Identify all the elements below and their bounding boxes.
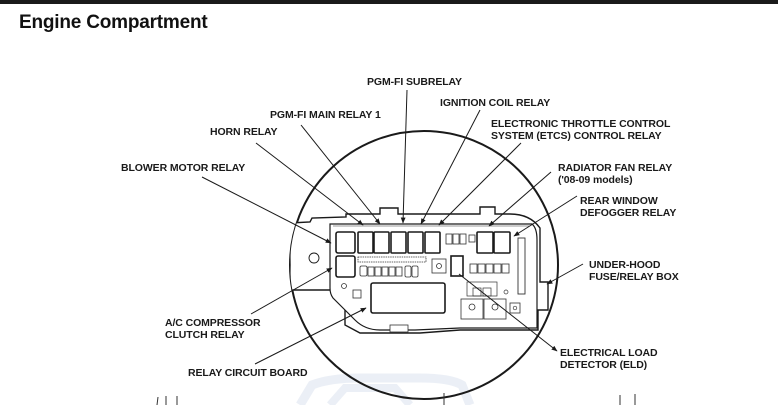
blower-motor-relay xyxy=(335,231,356,254)
leader-blower-motor-relay xyxy=(201,176,332,244)
leader-horn-relay xyxy=(255,142,364,226)
under-hood-fuse-box xyxy=(290,206,549,334)
leader-pgm-fi-main-relay xyxy=(300,124,381,225)
label-ignition-coil-relay: IGNITION COIL RELAY xyxy=(440,97,551,109)
label-pgm-fi-main-relay-1: PGM-FI MAIN RELAY 1 xyxy=(270,109,381,121)
label-etcs-line2: SYSTEM (ETCS) CONTROL RELAY xyxy=(491,130,662,142)
label-etcs-line1: ELECTRONIC THROTTLE CONTROL xyxy=(491,118,671,130)
label-ac-compressor-line2: CLUTCH RELAY xyxy=(165,329,245,341)
electrical-load-detector xyxy=(450,255,464,277)
leader-etcs-control-relay xyxy=(438,142,522,226)
pgm-fi-main-relay xyxy=(373,231,390,254)
label-rear-window-line2: DEFOGGER RELAY xyxy=(580,207,677,219)
label-relay-circuit-board: RELAY CIRCUIT BOARD xyxy=(188,367,308,379)
label-under-hood-line2: FUSE/RELAY BOX xyxy=(589,271,679,283)
label-rear-window-line1: REAR WINDOW xyxy=(580,195,658,207)
label-rear-window-defogger-relay: REAR WINDOW DEFOGGER RELAY xyxy=(580,195,676,219)
label-horn-relay: HORN RELAY xyxy=(210,126,278,138)
leader-under-hood-box xyxy=(546,263,584,285)
bottom-edge-marks xyxy=(156,393,636,405)
label-radiator-fan-line1: RADIATOR FAN RELAY xyxy=(558,162,673,174)
label-radiator-fan-line2: ('08-09 models) xyxy=(558,174,633,186)
rear-window-defogger-relay xyxy=(493,231,511,254)
leader-relay-circuit-board xyxy=(254,307,367,365)
leader-eld xyxy=(458,273,558,352)
leader-pgm-fi-subrelay xyxy=(400,89,408,224)
ac-compressor-relay xyxy=(335,255,356,278)
leader-rear-window-defogger-relay xyxy=(513,195,578,237)
page-top-rule xyxy=(0,0,778,4)
label-ac-compressor-line1: A/C COMPRESSOR xyxy=(165,317,261,329)
label-blower-motor-relay: BLOWER MOTOR RELAY xyxy=(121,162,246,174)
leader-ignition-coil-relay xyxy=(420,109,481,225)
label-pgm-fi-subrelay: PGM-FI SUBRELAY xyxy=(367,76,462,88)
leader-radiator-fan-relay xyxy=(488,171,552,227)
relay-circuit-board xyxy=(370,282,446,314)
label-radiator-fan-relay: RADIATOR FAN RELAY ('08-09 models) xyxy=(558,162,672,186)
label-eld-line2: DETECTOR (ELD) xyxy=(560,359,648,371)
label-ac-compressor-clutch-relay: A/C COMPRESSOR CLUTCH RELAY xyxy=(165,317,261,341)
radiator-fan-relay xyxy=(476,231,494,254)
label-eld-line1: ELECTRICAL LOAD xyxy=(560,347,658,359)
ignition-coil-relay xyxy=(407,231,424,254)
label-under-hood-fuse-relay-box: UNDER-HOOD FUSE/RELAY BOX xyxy=(589,259,679,283)
horn-relay xyxy=(357,231,374,254)
leader-ac-compressor-relay xyxy=(250,267,333,315)
label-electrical-load-detector: ELECTRICAL LOAD DETECTOR (ELD) xyxy=(560,347,658,371)
page-title: Engine Compartment xyxy=(19,12,208,33)
label-etcs-control-relay: ELECTRONIC THROTTLE CONTROL SYSTEM (ETCS… xyxy=(491,118,670,142)
etcs-control-relay xyxy=(424,231,441,254)
label-under-hood-line1: UNDER-HOOD xyxy=(589,259,661,271)
pgm-fi-subrelay xyxy=(390,231,407,254)
